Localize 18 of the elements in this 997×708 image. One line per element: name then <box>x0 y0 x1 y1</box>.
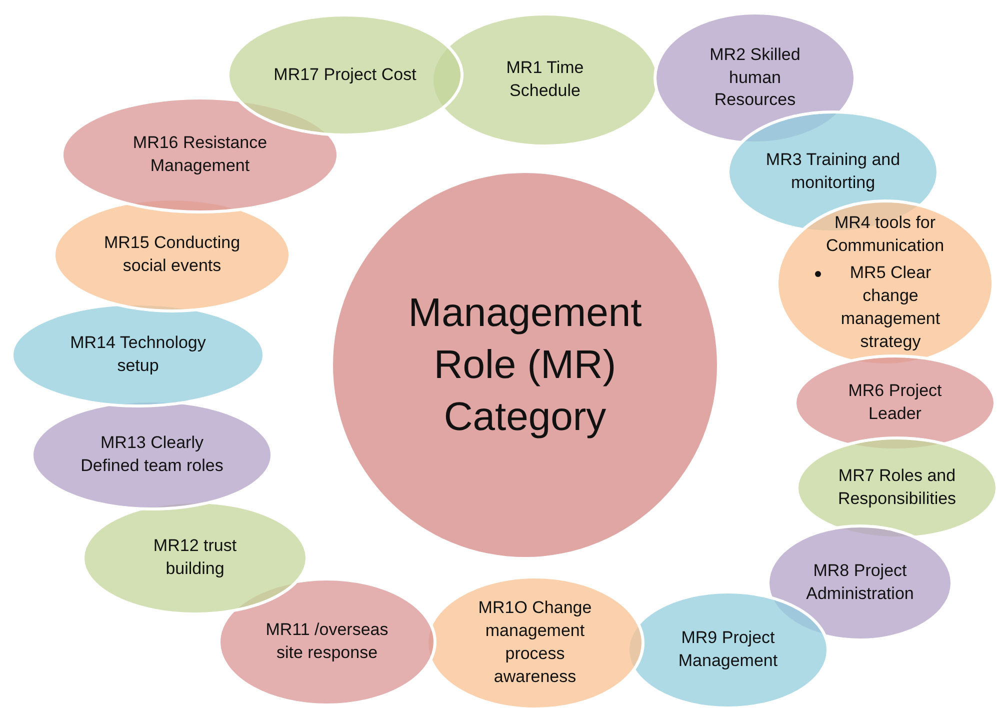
role-label: MR9 Project Management <box>677 627 779 672</box>
role-label: MR5 Clear change management strategy <box>840 262 942 353</box>
role-label: MR12 trust building <box>152 535 238 580</box>
role-label: MR17 Project Cost <box>274 64 416 86</box>
role-label: MR1O Change management process awareness <box>477 597 593 688</box>
role-label: MR16 Resistance Management <box>132 132 268 177</box>
role-label: MR4 tools for Communication <box>824 212 946 258</box>
role-label: MR7 Roles and Responsibilities <box>836 465 958 510</box>
role-label: MR3 Training and monitorting <box>766 149 900 194</box>
role-label: MR8 Project Administration <box>805 560 915 605</box>
category-title: Management Role (MR) Category <box>407 290 643 441</box>
role-label: MR11 /overseas site response <box>264 619 390 664</box>
role-label: MR13 Clearly Defined team roles <box>80 432 224 477</box>
role-label: MR14 Technology setup <box>69 332 207 377</box>
role-label: MR2 Skilled human Resources <box>708 44 802 112</box>
role-label: MR6 Project Leader <box>847 380 943 425</box>
role-label: MR15 Conducting social events <box>102 232 242 277</box>
role-label: MR1 Time Schedule <box>505 57 585 102</box>
